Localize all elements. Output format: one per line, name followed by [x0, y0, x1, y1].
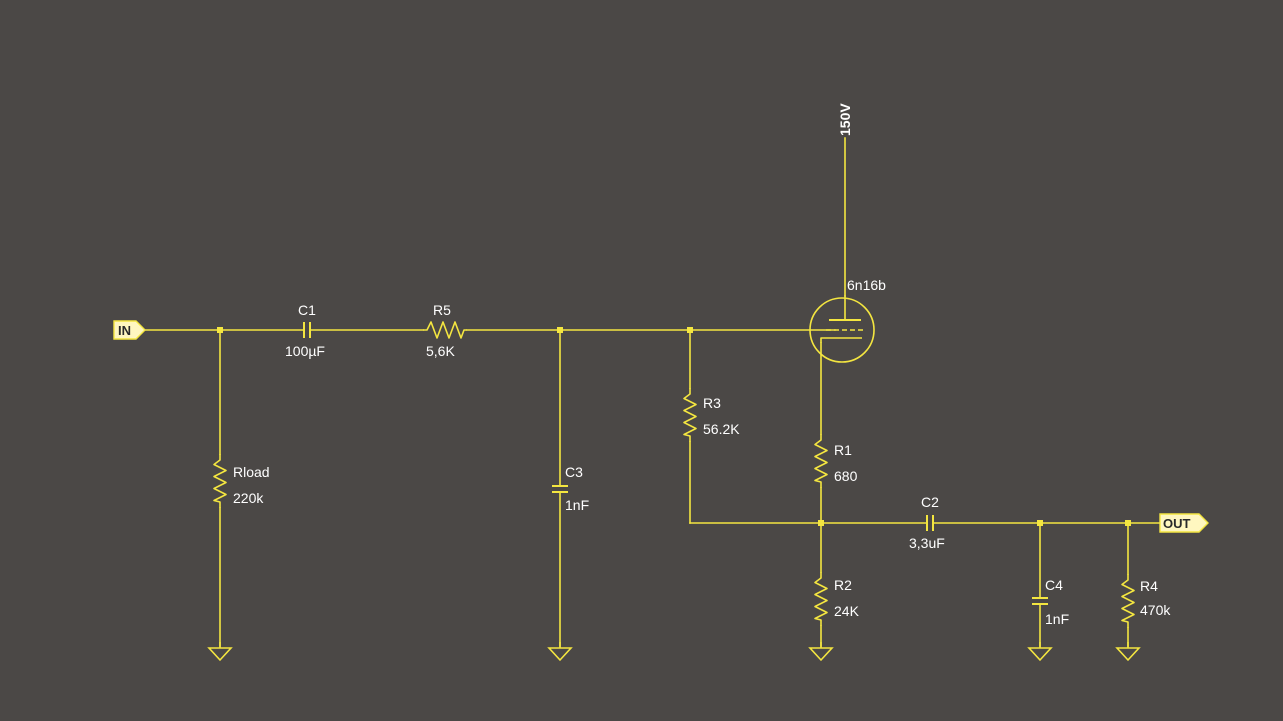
supply-label: 150V — [837, 103, 853, 136]
r3-value: 56.2K — [703, 421, 740, 437]
junctions — [217, 327, 1131, 526]
c1-value: 100µF — [285, 343, 325, 359]
capacitor-c4[interactable] — [1032, 597, 1048, 605]
ground-icon — [548, 641, 572, 661]
output-port-label: OUT — [1163, 516, 1191, 531]
input-port[interactable]: IN — [113, 320, 146, 340]
r4-ref: R4 — [1140, 578, 1158, 594]
output-port[interactable]: OUT — [1159, 513, 1209, 533]
junction-r3 — [687, 327, 693, 333]
c4-value: 1nF — [1045, 611, 1069, 627]
resistor-rload[interactable] — [213, 453, 227, 509]
c2-ref: C2 — [921, 494, 939, 510]
junction-rload — [217, 327, 223, 333]
capacitor-c2[interactable] — [926, 515, 934, 531]
input-port-label: IN — [118, 323, 131, 338]
r1-ref: R1 — [834, 442, 852, 458]
capacitor-c1[interactable] — [303, 322, 311, 338]
c1-ref: C1 — [298, 302, 316, 318]
vacuum-tube[interactable] — [809, 297, 875, 363]
c4-ref: C4 — [1045, 577, 1063, 593]
ground-icon — [208, 641, 232, 661]
r1-value: 680 — [834, 468, 858, 484]
resistor-r4[interactable] — [1121, 573, 1135, 629]
c3-value: 1nF — [565, 497, 589, 513]
rload-value: 220k — [233, 490, 264, 506]
tube-model: 6n16b — [847, 277, 886, 293]
ground-icon — [1028, 641, 1052, 661]
junction-r4 — [1125, 520, 1131, 526]
capacitor-c3[interactable] — [552, 485, 568, 493]
junction-c3 — [557, 327, 563, 333]
r5-value: 5,6K — [426, 343, 455, 359]
r2-value: 24K — [834, 603, 860, 619]
junction-cathode-node — [818, 520, 824, 526]
c3-ref: C3 — [565, 464, 583, 480]
r2-ref: R2 — [834, 577, 852, 593]
wires — [144, 137, 1161, 647]
c2-value: 3,3uF — [909, 535, 945, 551]
rload-ref: Rload — [233, 464, 270, 480]
resistor-r2[interactable] — [814, 571, 828, 627]
junction-c4 — [1037, 520, 1043, 526]
r4-value: 470k — [1140, 602, 1171, 618]
r5-ref: R5 — [433, 302, 451, 318]
ground-icon — [809, 641, 833, 661]
resistor-r1[interactable] — [814, 433, 828, 489]
resistor-r3[interactable] — [683, 387, 697, 443]
ground-icon — [1116, 641, 1140, 661]
r3-ref: R3 — [703, 395, 721, 411]
resistor-r5[interactable] — [423, 321, 467, 339]
